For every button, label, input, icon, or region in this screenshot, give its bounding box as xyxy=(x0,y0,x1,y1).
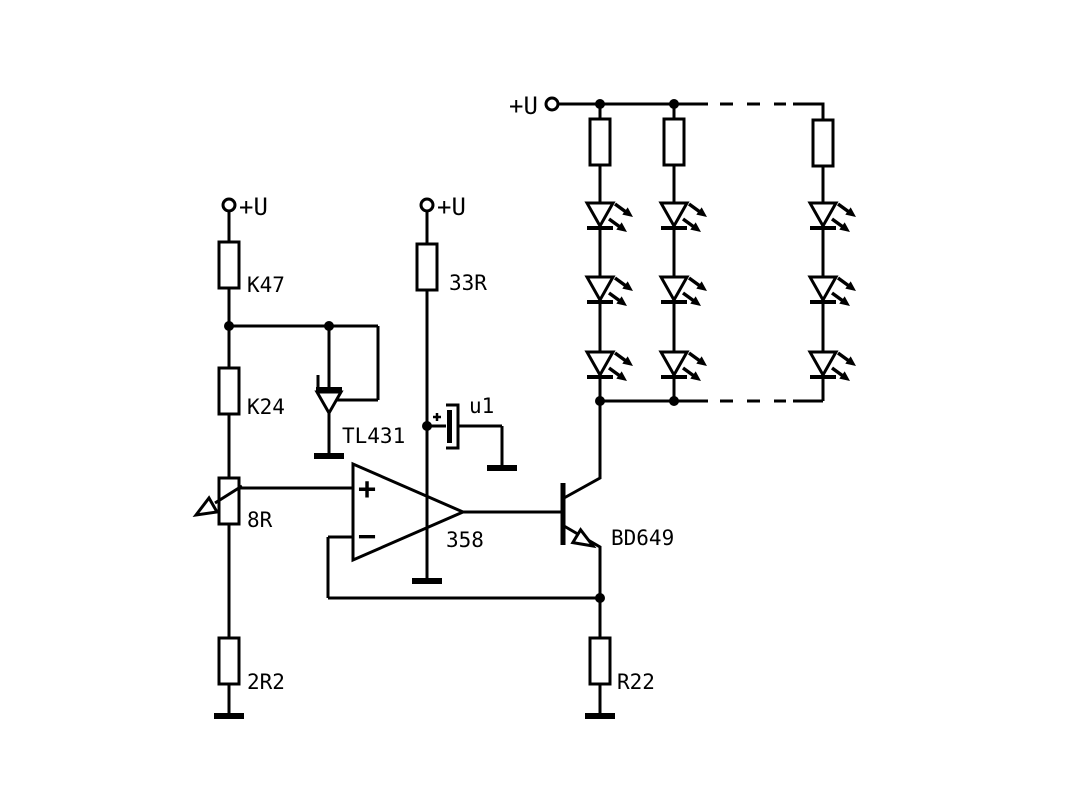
resistor-r22-label: R22 xyxy=(617,670,655,694)
feedback-path xyxy=(326,537,600,600)
resistor-k24-label: K24 xyxy=(247,395,285,419)
transistor-label: BD649 xyxy=(611,526,674,550)
opamp-358: + − 358 xyxy=(240,461,562,563)
led-array: +U xyxy=(509,92,858,406)
junction-dot xyxy=(595,396,605,406)
top-bus-corner xyxy=(793,102,825,120)
collector-wire xyxy=(563,401,602,500)
resistor-body xyxy=(415,242,439,292)
pot-wiper-line xyxy=(214,484,243,505)
ballast-resistor xyxy=(588,117,612,167)
resistor-r22: R22 xyxy=(585,598,655,716)
resistor-2r2-label: 2R2 xyxy=(247,670,285,694)
resistor-k47: K47 xyxy=(217,240,285,297)
emitter-wire xyxy=(563,524,602,598)
supply-label-left: +U xyxy=(239,193,268,221)
junction-dot xyxy=(324,321,334,331)
mid-supply-terminal: +U xyxy=(419,193,466,221)
pot-wiper-arrow xyxy=(192,495,220,518)
emitter-arrow xyxy=(570,527,597,549)
pot-body xyxy=(217,476,241,526)
ballast-resistor xyxy=(662,117,686,167)
left-supply-terminal: +U xyxy=(221,193,268,221)
diode-triangle xyxy=(314,390,344,417)
vref-label: TL431 xyxy=(342,424,405,448)
resistor-k24: K24 xyxy=(217,366,285,419)
ballast-resistor xyxy=(811,118,835,168)
resistor-body xyxy=(217,240,241,290)
resistor-body xyxy=(217,366,241,416)
opamp-triangle xyxy=(351,461,467,563)
resistor-k47-label: K47 xyxy=(247,273,285,297)
terminal-circle xyxy=(544,96,560,112)
supply-label-right: +U xyxy=(509,92,538,120)
resistor-2r2: 2R2 xyxy=(217,636,285,694)
junction-dot xyxy=(224,321,234,331)
capacitor-u1-label: u1 xyxy=(469,394,494,418)
resistor-body xyxy=(588,636,612,686)
resistor-body xyxy=(217,636,241,686)
opamp-minus-symbol: − xyxy=(358,519,376,554)
resistor-33r-label: 33R xyxy=(449,271,487,295)
potentiometer-8r: 8R xyxy=(192,476,273,532)
opamp-plus-symbol: + xyxy=(358,472,376,507)
vref-tl431: TL431 xyxy=(229,324,405,456)
capacitor-u1: u1 xyxy=(427,394,517,468)
junction-dot xyxy=(669,396,679,406)
led-string-n xyxy=(808,118,858,401)
terminal-circle xyxy=(419,197,435,213)
pot-8r-label: 8R xyxy=(247,508,273,532)
transistor-bd649: BD649 xyxy=(560,401,674,598)
resistor-33r: 33R xyxy=(415,242,487,295)
opamp-label: 358 xyxy=(446,528,484,552)
supply-label-mid: +U xyxy=(437,193,466,221)
terminal-circle xyxy=(221,197,237,213)
